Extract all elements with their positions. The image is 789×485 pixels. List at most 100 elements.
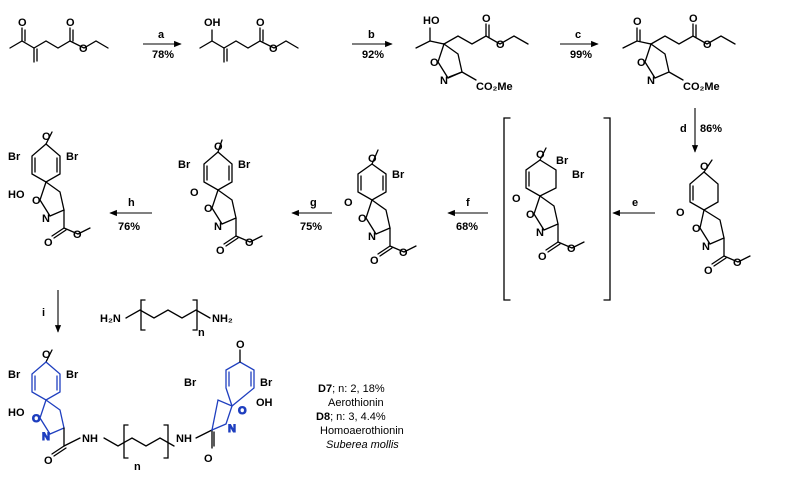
atom-n: N [228, 423, 236, 435]
atom-n: N [368, 231, 376, 243]
atom-o: O [245, 237, 254, 249]
atom-o: O [66, 17, 75, 29]
atom-br: Br [66, 369, 79, 381]
final-product: O Br Br HO O N O NH n NH O N O OH Br Br … [8, 339, 273, 473]
atom-o: O [238, 405, 247, 417]
atom-br: Br [8, 151, 21, 163]
compound-6: O Br O O N O O [344, 149, 417, 267]
atom-o: O [567, 243, 576, 255]
d7-detail: ; n: 2, 18% [332, 383, 385, 395]
atom-br: Br [556, 155, 569, 167]
yield-label: 92% [362, 49, 384, 61]
atom-o: O [370, 255, 379, 267]
atom-ho: HO [8, 189, 25, 201]
atom-n: N [536, 227, 544, 239]
reaction-arrow-h: h 76% [109, 197, 152, 233]
atom-o: O [692, 223, 701, 235]
atom-br: Br [238, 159, 251, 171]
atom-o: O [368, 153, 377, 165]
compound-7: O Br Br O O N O O [178, 139, 263, 257]
compound-2: OH O O [199, 17, 299, 63]
atom-n: N [440, 75, 448, 87]
reagent-label: b [368, 29, 375, 41]
atom-br: Br [260, 377, 273, 389]
reagent-label: i [42, 307, 45, 319]
natural-source: Suberea mollis [326, 439, 399, 451]
atom-o: O [526, 209, 535, 221]
atom-o: O [536, 149, 545, 161]
reagent-label: h [128, 197, 135, 209]
atom-o: O [269, 43, 278, 55]
atom-o: O [32, 413, 41, 425]
atom-o: O [344, 197, 353, 209]
atom-br: Br [392, 169, 405, 181]
product-notes: D7; n: 2, 18% Aerothionin D8; n: 3, 4.4%… [316, 383, 404, 451]
atom-n-index: n [198, 327, 205, 339]
atom-o: O [700, 161, 709, 173]
reaction-arrow-f: f 68% [447, 197, 488, 233]
atom-o: O [676, 207, 685, 219]
reagent-label: g [310, 197, 317, 209]
atom-o: O [496, 39, 505, 51]
reagent-label: d [680, 123, 687, 135]
atom-o: O [689, 13, 698, 25]
atom-br: Br [178, 159, 191, 171]
atom-o: O [358, 213, 367, 225]
atom-ho: HO [423, 15, 440, 27]
atom-o: O [430, 57, 439, 69]
atom-o: O [704, 265, 713, 277]
d8-code: D8 [316, 411, 330, 423]
atom-o: O [733, 257, 742, 269]
atom-o: O [399, 247, 408, 259]
d8-name: Homoaerothionin [320, 425, 404, 437]
reaction-arrow-c: c 99% [560, 29, 599, 61]
reaction-arrow-a: a 78% [143, 29, 182, 61]
atom-o: O [256, 17, 265, 29]
atom-br: Br [184, 377, 197, 389]
reaction-arrow-g: g 75% [291, 197, 332, 233]
reagent-label: c [575, 29, 581, 41]
reagent-label: a [158, 29, 165, 41]
atom-nh: NH [82, 433, 98, 445]
atom-n: N [42, 213, 50, 225]
yield-label: 75% [300, 221, 322, 233]
d8-line: D8; n: 3, 4.4% [316, 411, 386, 423]
diamine-reagent: H₂N NH₂ n [100, 299, 233, 339]
atom-br: Br [572, 169, 585, 181]
yield-label: 99% [570, 49, 592, 61]
atom-o: O [42, 349, 51, 361]
yield-label: 78% [152, 49, 174, 61]
atom-n: N [647, 75, 655, 87]
atom-o: O [703, 39, 712, 51]
atom-o: O [42, 131, 51, 143]
atom-nh2: NH₂ [212, 313, 233, 325]
d7-line: D7; n: 2, 18% [318, 383, 385, 395]
atom-o: O [18, 17, 27, 29]
d7-name: Aerothionin [328, 397, 384, 409]
reaction-arrow-d: d 86% [680, 108, 722, 153]
atom-n-index: n [134, 461, 141, 473]
atom-o: O [538, 251, 547, 263]
atom-o: O [73, 229, 82, 241]
compound-3: HO O O O N CO₂Me [415, 13, 529, 93]
atom-o: O [190, 187, 199, 199]
atom-o: O [512, 193, 521, 205]
reaction-arrow-b: b 92% [352, 29, 393, 61]
atom-o: O [79, 43, 88, 55]
atom-br: Br [8, 369, 21, 381]
reagent-label: e [632, 197, 638, 209]
atom-nh: NH [176, 433, 192, 445]
d8-detail: ; n: 3, 4.4% [330, 411, 386, 423]
atom-ho: HO [8, 407, 25, 419]
reaction-arrow-i: i [42, 290, 62, 333]
compound-5: O O O N O O [676, 159, 751, 277]
atom-co2me: CO₂Me [476, 81, 513, 93]
atom-o: O [482, 13, 491, 25]
compound-4: O O O O N CO₂Me [622, 13, 736, 93]
yield-label: 76% [118, 221, 140, 233]
atom-o: O [204, 453, 213, 465]
atom-n: N [214, 221, 222, 233]
compound-8: O Br Br HO O N O O [8, 131, 91, 249]
atom-o: O [214, 141, 223, 153]
